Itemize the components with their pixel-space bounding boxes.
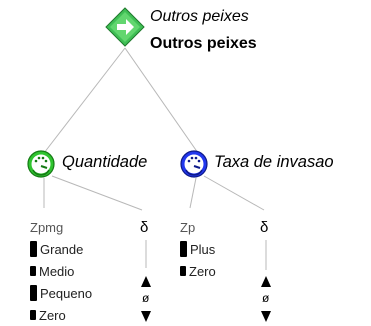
value-row: Plus bbox=[180, 238, 216, 260]
value-level-bar bbox=[30, 310, 36, 320]
value-row: Zero bbox=[180, 260, 216, 282]
value-label: Medio bbox=[39, 263, 75, 279]
variable-name-zp: Zp bbox=[180, 220, 196, 235]
value-label: Zero bbox=[189, 263, 216, 279]
delta-arrow-2 bbox=[261, 276, 271, 322]
edge-taxa-zp bbox=[189, 177, 197, 209]
variable-name-zpmg: Zpmg bbox=[30, 220, 64, 235]
value-label: Plus bbox=[190, 241, 216, 257]
delta-value-1: ø bbox=[142, 291, 150, 305]
value-row: Grande bbox=[30, 238, 92, 260]
value-row: Pequeno bbox=[30, 282, 92, 304]
value-label: Grande bbox=[40, 241, 84, 257]
blue-gauge-icon bbox=[180, 150, 208, 178]
value-row: Zero bbox=[30, 304, 92, 326]
edge-root-quantidade bbox=[43, 47, 126, 154]
root-title: Outros peixes bbox=[150, 35, 257, 52]
green-gauge-icon bbox=[27, 150, 55, 178]
delta-symbol-1: δ bbox=[140, 219, 149, 236]
node-label-taxa-de-invasao: Taxa de invasao bbox=[214, 153, 334, 171]
root-subtitle: Outros peixes bbox=[150, 8, 249, 25]
delta-value-2: ø bbox=[262, 291, 270, 305]
value-level-bar bbox=[30, 266, 36, 276]
value-level-bar bbox=[30, 241, 37, 257]
edge-taxa-delta bbox=[203, 175, 265, 211]
value-row: Medio bbox=[30, 260, 92, 282]
delta-arrow-1 bbox=[141, 276, 151, 322]
value-level-bar bbox=[180, 266, 186, 276]
value-level-bar bbox=[180, 241, 187, 257]
value-label: Zero bbox=[39, 307, 66, 323]
green-arrow-diamond-icon bbox=[105, 7, 145, 47]
delta-symbol-2: δ bbox=[260, 219, 269, 236]
node-label-quantidade: Quantidade bbox=[62, 153, 148, 171]
value-level-bar bbox=[30, 285, 37, 301]
edge-quantidade-delta bbox=[51, 175, 143, 211]
value-label: Pequeno bbox=[40, 285, 93, 301]
edge-root-taxa bbox=[124, 47, 199, 154]
